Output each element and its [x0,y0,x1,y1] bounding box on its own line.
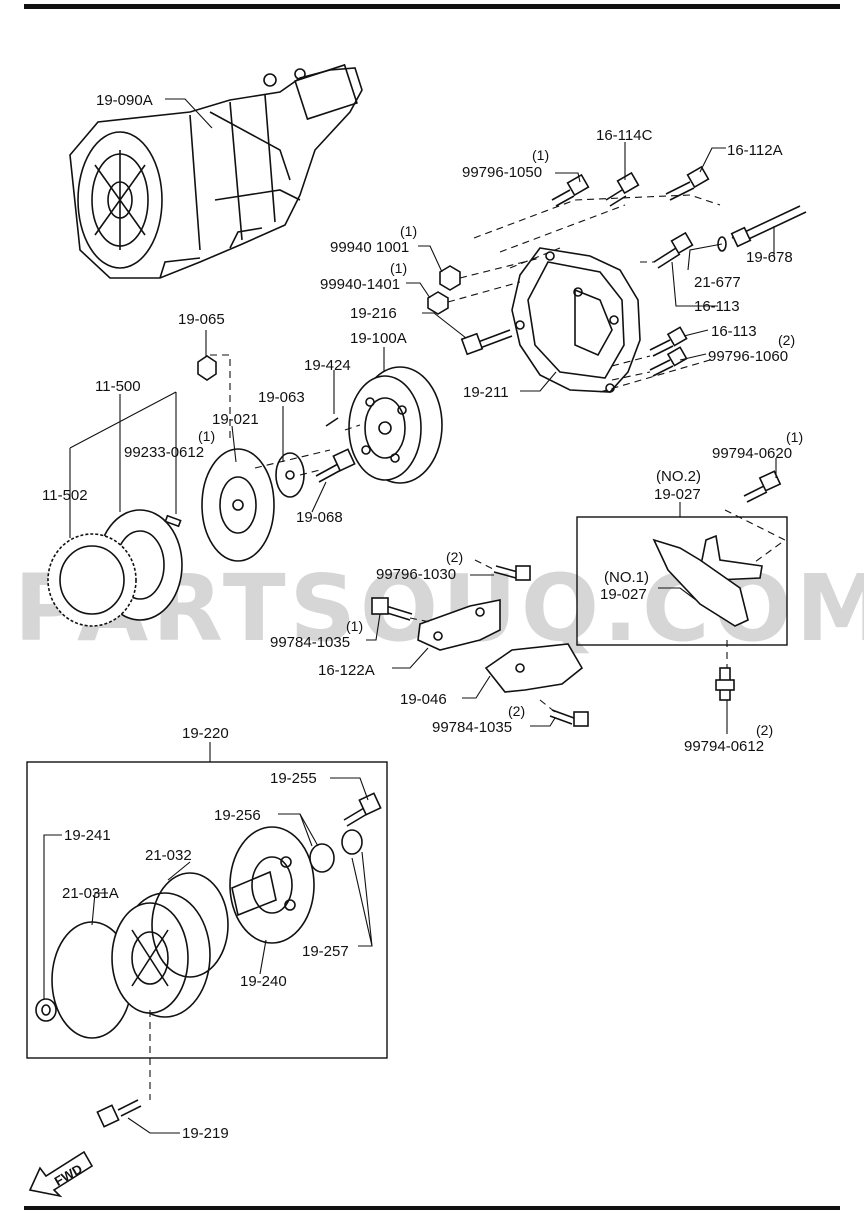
nut-99940-1001[interactable] [439,265,461,291]
label-21-677: 21-677 [694,274,741,291]
pin-19-424[interactable] [325,417,339,427]
label-19-240: 19-240 [240,973,287,990]
seal-ring-19-257[interactable] [341,829,363,855]
bolt-99784-1035-lower[interactable] [549,709,589,727]
label-11-502: 11-502 [42,487,88,504]
bolt-16-113-upper[interactable] [653,231,694,269]
label-16-113-lower: 16-113 [711,323,757,340]
bolt-99796-1050[interactable] [551,173,590,207]
part-labels: 19-090A 16-114C 16-112A (1) 99796-1050 (… [42,92,803,1142]
bolt-99784-1035-upper[interactable] [371,597,413,621]
label-19-216: 19-216 [350,305,397,322]
qty-99796-1030: (2) [446,549,463,565]
qty-99794-0612: (2) [756,722,773,738]
label-19-068: 19-068 [296,509,343,526]
bolt-99794-0620[interactable] [743,470,782,503]
label-19-256: 19-256 [214,807,261,824]
drive-plate-19-021[interactable] [201,448,275,562]
label-19-021: 19-021 [212,411,259,428]
label-19-255: 19-255 [270,770,317,787]
bolt-99796-1030[interactable] [493,565,531,581]
label-11-500: 11-500 [95,378,141,395]
qty-99940-1001: (1) [400,223,417,239]
label-19-090a: 19-090A [96,92,153,109]
label-99796-1050: 99796-1050 [462,164,542,181]
label-19-065: 19-065 [178,311,225,328]
torque-converter[interactable] [348,366,443,484]
fwd-arrow-icon: FWD [28,1150,94,1198]
bolt-19-068[interactable] [315,448,356,483]
leader-lines [43,98,777,1134]
label-19-211: 19-211 [463,384,509,401]
dowel-99233-0612[interactable] [164,514,182,528]
label-19-046: 19-046 [400,691,447,708]
label-19-063: 19-063 [258,389,305,406]
label-no1: (NO.1) [604,569,649,586]
bolt-19-216[interactable] [460,329,513,356]
label-19-220: 19-220 [182,725,229,742]
label-99784-1035-lower: 99784-1035 [432,719,512,736]
label-16-113-upper: 16-113 [694,298,740,315]
label-99940-1001: 99940 1001 [330,239,409,256]
bracket-16-122a[interactable] [417,599,501,651]
label-99796-1060: 99796-1060 [708,348,788,365]
qty-99796-1050: (1) [532,147,549,163]
qty-99784-1035-lower: (2) [508,703,525,719]
label-16-112a: 16-112A [727,142,783,159]
label-99233-0612: 99233-0612 [124,444,204,461]
shaft-19-678[interactable] [730,205,807,248]
nut-19-065[interactable] [197,355,217,381]
label-19-027-no2: 19-027 [654,486,701,503]
nut-99940-1401[interactable] [427,291,449,315]
oil-seal-19-241[interactable] [35,998,57,1022]
stud-99794-0612[interactable] [715,667,735,701]
label-19-027-no1: 19-027 [600,586,647,603]
pump-body-19-240a[interactable] [111,892,211,1018]
bolt-16-112a[interactable] [665,165,710,201]
bracket-19-046[interactable] [484,643,584,693]
qty-99233-0612: (1) [198,428,215,444]
label-16-114c: 16-114C [596,127,653,144]
label-19-219: 19-219 [182,1125,229,1142]
label-99784-1035-upper: 99784-1035 [270,634,350,651]
label-16-122a: 16-122A [318,662,375,679]
seal-ring-19-256[interactable] [309,843,335,873]
bolt-19-219[interactable] [96,1099,142,1128]
converter-housing[interactable] [511,247,641,393]
label-19-678: 19-678 [746,249,793,266]
label-no2: (NO.2) [656,468,701,485]
qty-99794-0620: (1) [786,429,803,445]
ring-gear-11-502[interactable] [47,533,137,627]
transmission-assembly[interactable] [69,63,363,279]
bottom-rule [24,1206,840,1210]
label-19-100a: 19-100A [350,330,407,347]
label-99794-0620: 99794-0620 [712,445,792,462]
top-rule [24,4,840,9]
label-99794-0612: 99794-0612 [684,738,764,755]
o-ring-21-032[interactable] [151,872,229,978]
bolt-99796-1060[interactable] [649,346,688,377]
label-19-257: 19-257 [302,943,349,960]
label-19-241: 19-241 [64,827,111,844]
label-21-031a: 21-031A [62,885,119,902]
qty-99784-1035-upper: (1) [346,618,363,634]
label-99940-1401: 99940-1401 [320,276,400,293]
bolt-19-255[interactable] [343,792,382,827]
label-19-424: 19-424 [304,357,351,374]
label-99796-1030: 99796-1030 [376,566,456,583]
bolt-16-114c[interactable] [605,171,640,207]
bracket-19-027-no1[interactable] [652,538,749,627]
label-21-032: 21-032 [145,847,192,864]
shim-19-063[interactable] [275,452,305,498]
pump-cover-19-240[interactable] [229,826,315,944]
bracket-box [576,516,788,646]
qty-99940-1401: (1) [390,260,407,276]
o-ring-21-677[interactable] [717,236,727,252]
bolt-16-113-lower[interactable] [649,326,688,357]
qty-99796-1060: (2) [778,332,795,348]
oil-pump-box [26,761,388,1059]
